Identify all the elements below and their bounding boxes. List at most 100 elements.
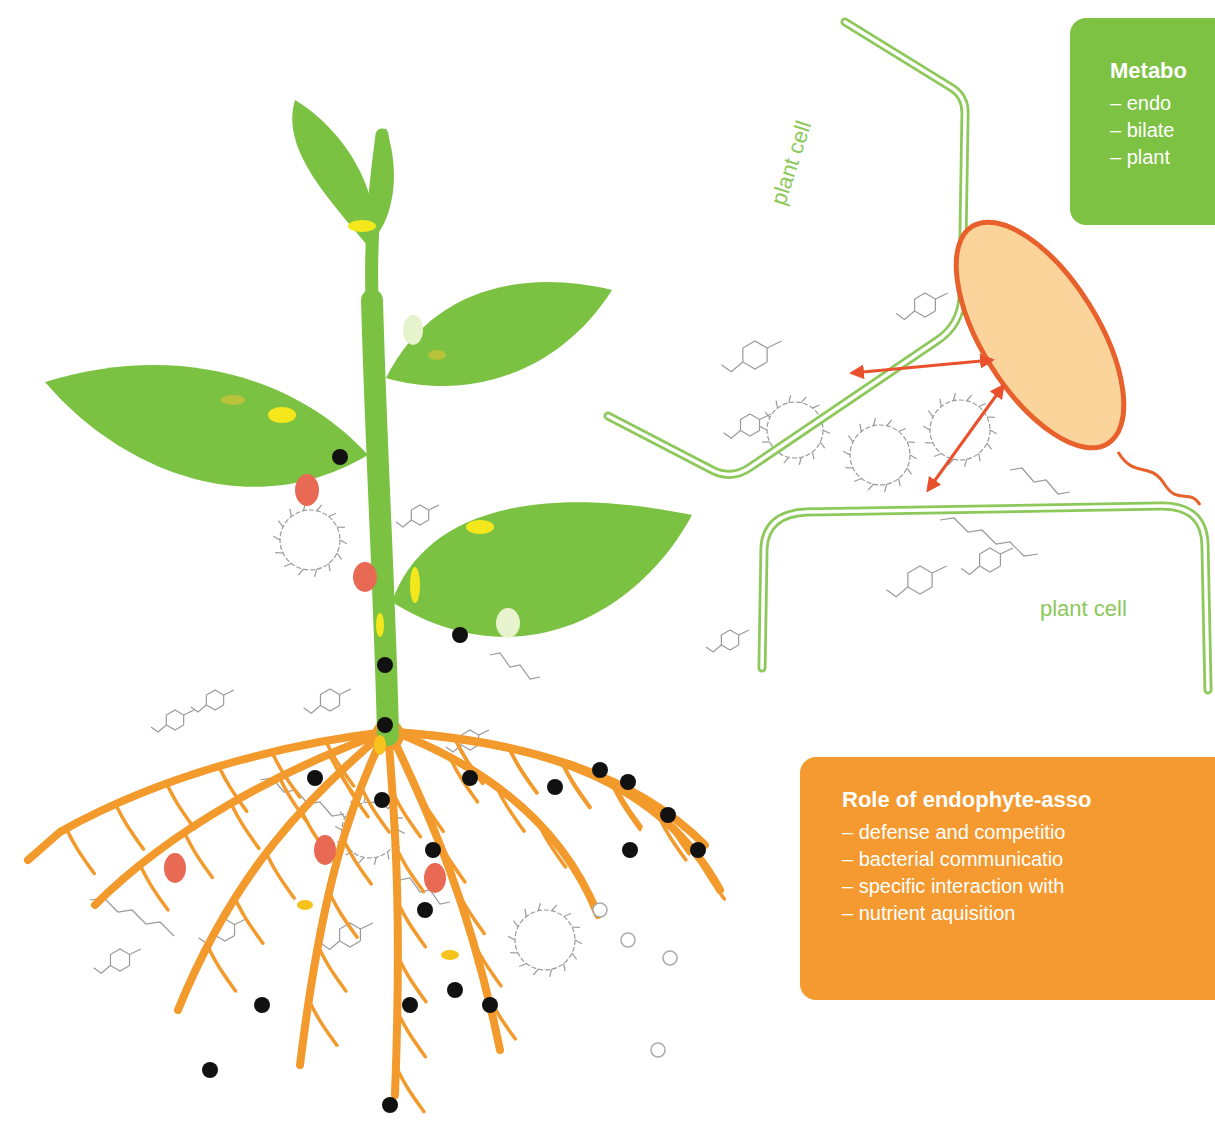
macrocycle-side-chain [290, 509, 291, 517]
black-dot [482, 997, 498, 1013]
rootlet [361, 787, 389, 832]
leaf [386, 282, 612, 386]
black-dot [417, 902, 433, 918]
rootlet [343, 839, 371, 884]
macrocycle-side-chain [934, 453, 941, 456]
black-dot [377, 657, 393, 673]
molecule-bond [721, 362, 742, 372]
molecule-ring [740, 414, 759, 436]
molecule-bond [760, 414, 771, 420]
rootlet [231, 803, 259, 848]
colony-mark [164, 853, 186, 883]
macrocycle-side-chain [329, 563, 330, 571]
rootlet [538, 822, 566, 867]
colony-mark [221, 395, 245, 405]
macrocycle-side-chain [298, 569, 303, 575]
rootlet [572, 865, 600, 910]
plant-cell-wall-inner [608, 22, 965, 475]
main-root [395, 732, 598, 915]
box-heading: Role of endophyte-asso [842, 787, 1201, 813]
macrocycle-side-chain [398, 830, 405, 833]
macrocycle-side-chain [953, 393, 955, 400]
macrocycle-side-chain [513, 921, 518, 927]
macrocycle-side-chain [873, 418, 875, 425]
molecule-ring [206, 690, 223, 710]
rootlet [318, 946, 346, 991]
cell-label: plant cell [766, 118, 818, 209]
black-dot [374, 792, 390, 808]
macrocycle-side-chain [967, 395, 972, 401]
macrocycle-side-chain [812, 405, 819, 408]
black-dot [452, 627, 468, 643]
black-dot [462, 770, 478, 786]
macrocycle-side-chain [340, 540, 347, 544]
colony-mark [424, 863, 446, 893]
metabolite-box: Metabo– endo– bilate– plant [1070, 18, 1215, 225]
rootlet [309, 1000, 337, 1045]
molecule-ring [908, 566, 932, 594]
rootlet [166, 784, 194, 829]
molecule-ring [166, 710, 183, 730]
molecule-chain [490, 653, 540, 679]
macrocycle-side-chain [843, 451, 850, 455]
molecule-bond [767, 341, 781, 348]
macrocycle-side-chain [315, 569, 317, 576]
leaf [372, 128, 394, 232]
macrocycle-side-chain [337, 553, 342, 559]
black-dot [690, 842, 706, 858]
molecule-bond [479, 730, 489, 735]
black-dot [622, 842, 638, 858]
list-item: – endo [1110, 90, 1201, 117]
rootlet [450, 757, 478, 802]
rootlet [473, 941, 501, 986]
hollow-dot [663, 951, 677, 965]
macrocycle-side-chain [374, 857, 376, 864]
list-item: – nutrient aquisition [842, 900, 1201, 927]
molecule-bond [961, 566, 979, 574]
rootlet [266, 853, 294, 898]
macrocycle-side-chain [533, 969, 538, 975]
main-root [395, 732, 705, 845]
macrocycle-side-chain [317, 505, 322, 511]
colony-mark [374, 735, 386, 755]
list-item: – bilate [1110, 117, 1201, 144]
macrocycle-side-chain [525, 909, 526, 917]
colony-mark [314, 835, 336, 865]
macrocycle-side-chain [899, 429, 906, 432]
molecule-chain [940, 518, 1038, 556]
main-root [178, 732, 385, 1010]
macrocycle-side-chain [860, 424, 861, 432]
macrocycle-side-chain [519, 963, 526, 966]
molecule-bond [886, 587, 907, 597]
leaf [392, 502, 692, 637]
hollow-dot [593, 903, 607, 917]
macrocycle-side-chain [278, 521, 283, 527]
molecule-bond [321, 941, 339, 949]
rootlet [398, 957, 426, 1002]
molecule-bond [360, 923, 372, 929]
macrocycle-side-chain [575, 940, 582, 944]
macrocycle-side-chain [273, 536, 280, 540]
plant-cell-wall [762, 506, 1208, 690]
macrocycle-side-chain [848, 436, 853, 442]
molecule-bond [1000, 548, 1012, 554]
colony-mark [376, 613, 384, 637]
hollow-dot [621, 933, 635, 947]
shoot [45, 100, 692, 735]
colony-mark [268, 407, 296, 423]
macrocycle-side-chain [979, 453, 980, 461]
rootlet [184, 832, 212, 877]
molecule-bond [130, 949, 141, 955]
macrocycle-side-chain [940, 399, 941, 407]
macrocycle [280, 510, 340, 570]
colony-mark [403, 315, 423, 345]
molecule-ring [320, 689, 339, 711]
black-dot [447, 982, 463, 998]
black-dot [254, 997, 270, 1013]
macrocycle-side-chain [907, 468, 912, 474]
leaf [45, 365, 368, 487]
macrocycle-side-chain [885, 484, 887, 491]
macrocycle [930, 400, 990, 460]
list-item: – plant [1110, 144, 1201, 171]
macrocycle-side-chain [965, 459, 967, 466]
